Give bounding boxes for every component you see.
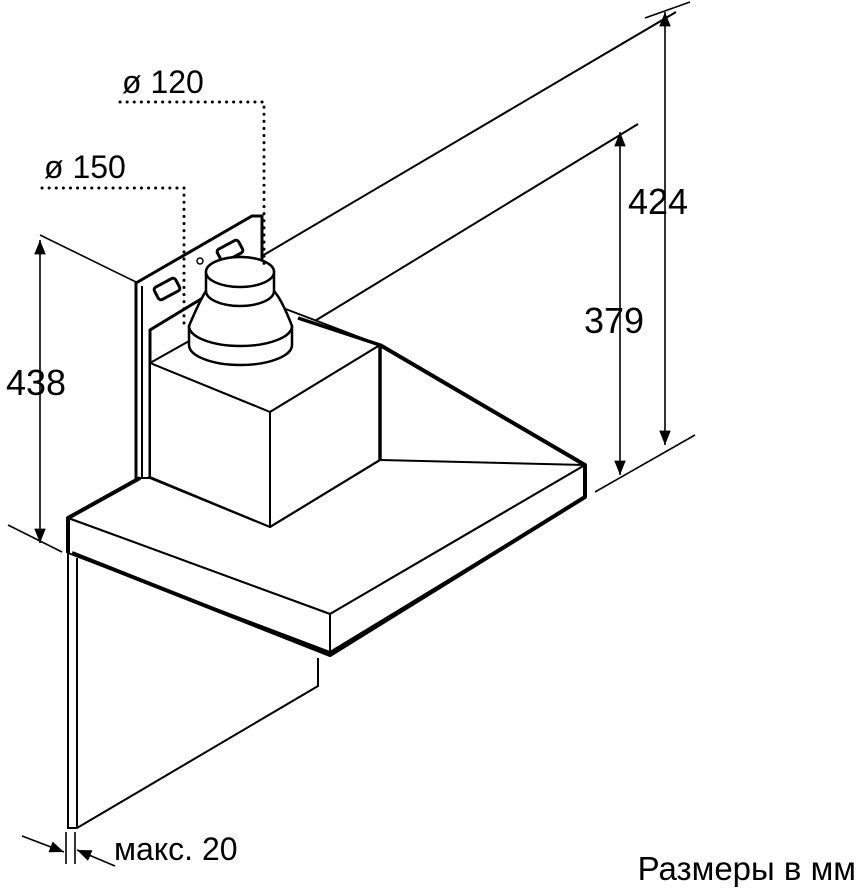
dimension-wall-gap [21,832,116,867]
mounting-slot-left [152,276,182,302]
duct-diameter-120-label: ø 120 [122,64,204,100]
dimension-label-438: 438 [6,362,66,403]
hood-canopy [66,343,587,657]
wall-gap-label: макс. 20 [114,831,238,867]
duct-diameter-150-label: ø 150 [44,149,126,185]
duct-diameter-leaders [40,100,266,332]
mounting-hole [196,257,204,265]
dimension-424 [594,1,696,493]
wall-panel [67,553,319,829]
units-caption: Размеры в мм [638,850,856,887]
duct-connector [187,255,294,367]
back-wall-lines [261,11,677,331]
dimension-438 [7,234,137,553]
dimension-label-424: 424 [628,181,688,222]
dimension-label-379: 379 [584,300,644,341]
